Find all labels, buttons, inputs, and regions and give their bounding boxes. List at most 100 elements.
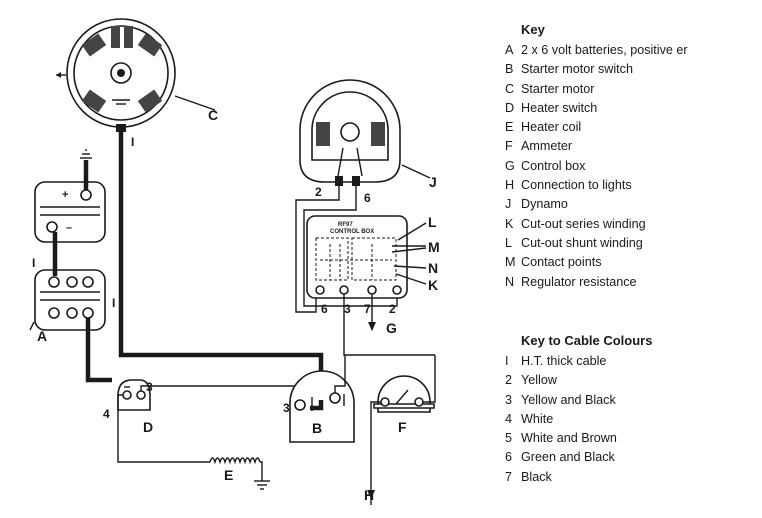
cable-number-d-4: 4 <box>103 407 110 421</box>
ammeter <box>373 375 435 413</box>
heater-switch <box>117 379 151 411</box>
key-item-text: Control box <box>521 158 586 173</box>
cable-key-item-code: 3 <box>505 392 513 407</box>
key-item-text: Dynamo <box>521 197 568 212</box>
cable-key-item-text: White <box>521 411 554 426</box>
key-item: K Cut-out series winding <box>505 215 755 234</box>
key-item-code: M <box>505 255 516 270</box>
key-item: C Starter motor <box>505 80 755 99</box>
key-item-code: H <box>505 178 515 193</box>
cable-number-dyn-2: 2 <box>315 185 322 199</box>
cable-key-item-text: White and Brown <box>521 431 617 446</box>
cable-key-item: 2 Yellow <box>505 371 755 390</box>
key-item-code: K <box>505 216 514 231</box>
cable-number-a-right: I <box>112 296 115 310</box>
key-item-code: J <box>505 197 512 212</box>
key-item-code: B <box>505 62 514 77</box>
dynamo <box>299 79 401 186</box>
key-item-text: Regulator resistance <box>521 274 637 289</box>
key-item-code: F <box>505 139 513 154</box>
cable-number-cb-6: 6 <box>321 302 328 316</box>
cable-number-d-3: 3 <box>146 380 153 394</box>
callout-b: B <box>312 420 322 436</box>
key-item: L Cut-out shunt winding <box>505 234 755 253</box>
cable-key-title: Key to Cable Colours <box>521 333 653 348</box>
wiring-diagram: C I + – I I A 3 4 D <box>29 18 440 505</box>
key-item: J Dynamo <box>505 195 755 214</box>
key-item-text: Ammeter <box>521 139 573 154</box>
key-item-code: C <box>505 81 515 96</box>
key-item: D Heater switch <box>505 99 755 118</box>
callout-l: L <box>428 214 437 230</box>
cable-key-item-text: Black <box>521 469 552 484</box>
callout-c: C <box>208 107 218 123</box>
battery-bottom <box>34 269 106 331</box>
cable-key-item-code: 5 <box>505 431 513 446</box>
key-item-text: Starter motor switch <box>521 62 633 77</box>
cable-number-cb-7: 7 <box>364 302 371 316</box>
key-item-text: Cut-out shunt winding <box>521 235 643 250</box>
key-item-code: L <box>505 235 513 250</box>
svg-text:–: – <box>66 222 72 234</box>
cable-key-item: 6 Green and Black <box>505 448 755 467</box>
cable-key-item-text: Yellow and Black <box>521 392 616 407</box>
cable-key-item: 3 Yellow and Black <box>505 391 755 410</box>
cable-key-item-code: I <box>505 354 509 368</box>
cable-key-item-code: 4 <box>505 411 513 426</box>
key-item-code: E <box>505 120 514 135</box>
cable-number-cb-3: 3 <box>344 302 351 316</box>
key-item-code: D <box>505 100 515 115</box>
callout-e: E <box>224 467 233 483</box>
cable-number-b-3: 3 <box>283 401 290 415</box>
callout-g: G <box>386 320 397 336</box>
key-item: G Control box <box>505 157 755 176</box>
cable-key-item-code: 6 <box>505 450 513 465</box>
cable-key-item-text: Green and Black <box>521 450 615 465</box>
key-item: H Connection to lights <box>505 176 755 195</box>
callout-k: K <box>428 277 438 293</box>
svg-text:CONTROL BOX: CONTROL BOX <box>330 229 374 235</box>
cable-number-dyn-6: 6 <box>364 191 371 205</box>
key-item: E Heater coil <box>505 118 755 137</box>
cable-key-item-code: 2 <box>505 373 513 388</box>
callout-a: A <box>37 328 47 344</box>
key-item-text: Heater coil <box>521 120 582 135</box>
key-item-text: Cut-out series winding <box>521 216 646 231</box>
heater-coil <box>209 457 270 490</box>
cable-key-item-text: Yellow <box>521 373 557 388</box>
callout-n: N <box>428 260 438 276</box>
cable-number-cb-2: 2 <box>389 302 396 316</box>
callout-m: M <box>428 239 440 255</box>
battery-top: + – <box>34 181 106 243</box>
key-list: A 2 x 6 volt batteries, positive er B Start… <box>505 41 755 292</box>
key-item-code: G <box>505 158 515 173</box>
key-item-code: A <box>505 43 514 57</box>
cable-key-item: 7 Black <box>505 468 755 487</box>
callout-h: H <box>364 487 374 503</box>
callout-j: J <box>429 174 437 190</box>
key-title: Key <box>521 22 545 37</box>
key-item-text: 2 x 6 volt batteries, positive er <box>521 43 688 57</box>
callout-d: D <box>143 419 153 435</box>
cable-number-a-left: I <box>32 256 35 270</box>
svg-text:+: + <box>62 189 68 201</box>
key-item-text: Starter motor <box>521 81 595 96</box>
cable-key-item: 4 White <box>505 410 755 429</box>
key-item-text: Heater switch <box>521 100 598 115</box>
svg-text:RF97: RF97 <box>338 222 353 228</box>
callout-f: F <box>398 419 407 435</box>
cable-key-item: 5 White and Brown <box>505 429 755 448</box>
key-item-text: Connection to lights <box>521 178 632 193</box>
control-box: RF97 CONTROL BOX <box>306 215 408 299</box>
key-item: B Starter motor switch <box>505 60 755 79</box>
cable-key-item-code: 7 <box>505 469 513 484</box>
key-item: M Contact points <box>505 253 755 272</box>
key-item: F Ammeter <box>505 137 755 156</box>
key-item: A 2 x 6 volt batteries, positive er <box>505 41 755 60</box>
key-item-text: Contact points <box>521 255 602 270</box>
